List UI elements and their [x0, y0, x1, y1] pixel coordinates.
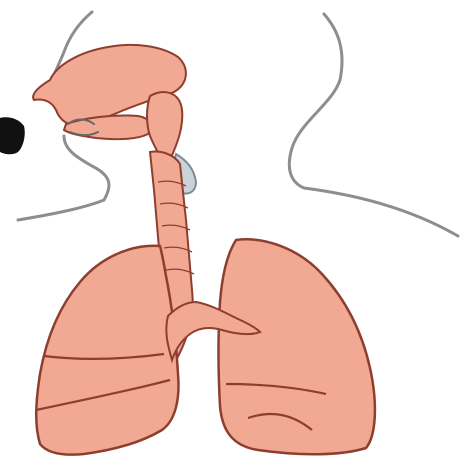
back-neck-outline	[289, 14, 458, 236]
pointer-icon	[0, 117, 25, 154]
right-lung	[36, 246, 178, 455]
face-outline	[18, 136, 109, 220]
left-lung	[219, 239, 375, 454]
